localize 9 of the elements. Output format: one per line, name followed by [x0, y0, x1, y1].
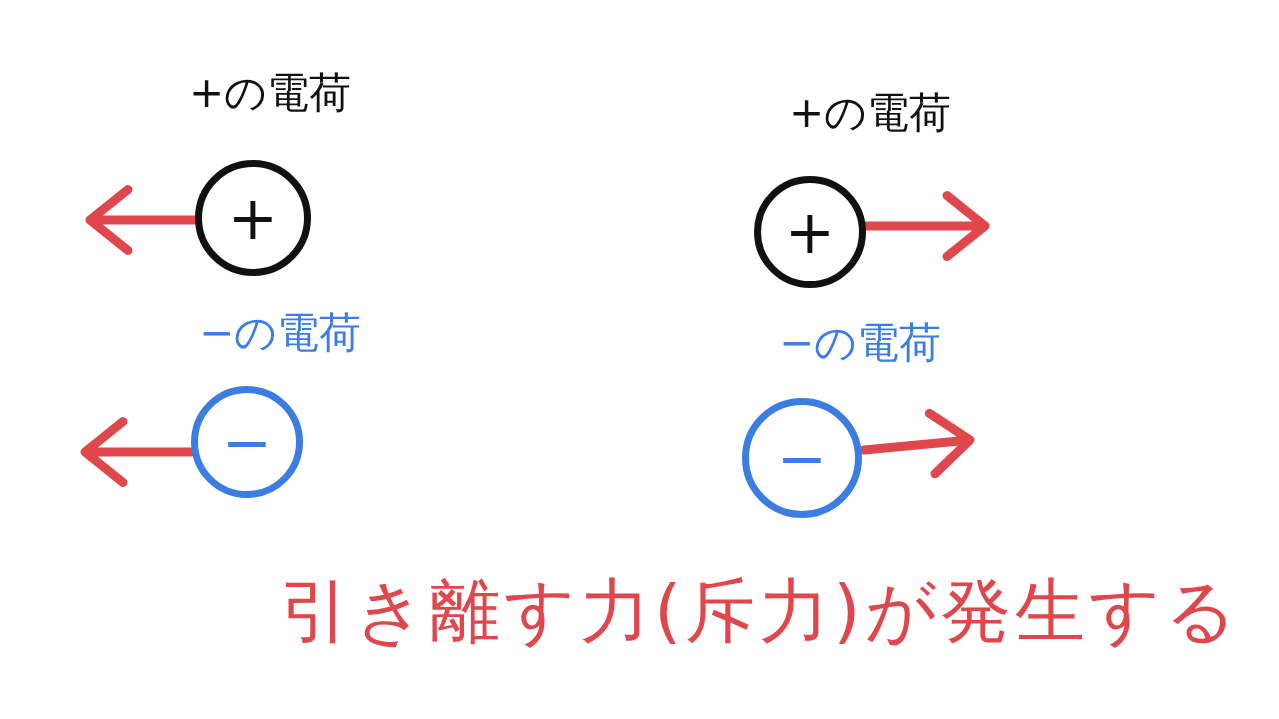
charge-label: −の電荷 [777, 317, 943, 369]
caption: 引き離す力(斥力)が発生する [280, 569, 1241, 654]
charge-sign: − [776, 428, 828, 488]
charge-label: +の電荷 [187, 67, 353, 119]
charge-sign: + [227, 188, 279, 248]
charge-label: −の電荷 [197, 307, 363, 359]
charge-sign: + [784, 202, 836, 262]
charge-sign: − [221, 412, 273, 472]
charge-label: +の電荷 [787, 87, 953, 139]
